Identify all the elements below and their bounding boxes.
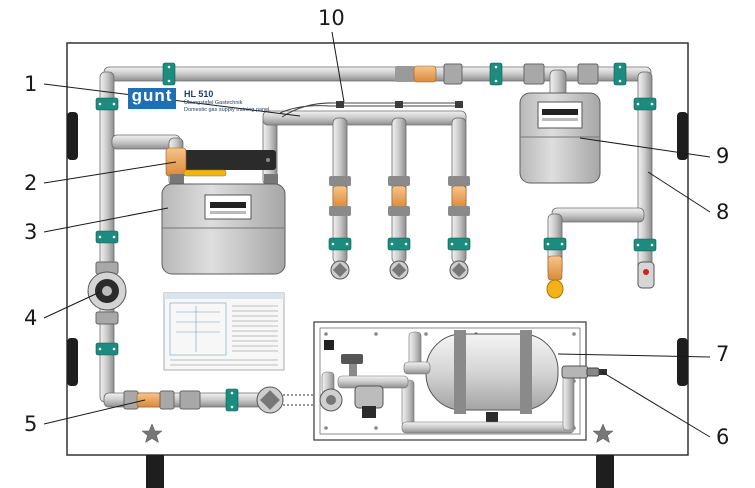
drop-cap-1: [330, 260, 350, 280]
lpg-regulator: [319, 340, 409, 418]
callout-10: 10: [318, 6, 345, 30]
foot-right: [596, 455, 614, 488]
main-valve-handle: [183, 169, 227, 177]
lpg-tank: [425, 330, 559, 422]
pipe-clamps: [95, 62, 657, 412]
gas-meter-upper: [519, 92, 601, 184]
callout-6: 6: [716, 425, 730, 449]
handle-right-bottom: [677, 338, 688, 386]
drop-cap-3: [449, 260, 469, 280]
top-fitting-right: [523, 63, 545, 85]
panel-subtitle-en: Domestic gas supply training panel: [184, 107, 270, 113]
callout-5: 5: [24, 412, 38, 436]
tube-fitting-2: [395, 101, 403, 108]
right-end-valve-indicator: [643, 269, 649, 275]
handle-left-bottom: [67, 338, 78, 386]
clamp-screws: [98, 65, 654, 409]
gas-tap-knob: [546, 279, 564, 299]
callout-7: 7: [716, 342, 730, 366]
panel-model: HL 510: [184, 89, 214, 99]
callout-8: 8: [716, 200, 730, 224]
handle-left-top: [67, 112, 78, 160]
foot-left: [146, 455, 164, 488]
bottom-ball-valve: [123, 390, 201, 410]
pipe-top: [103, 66, 652, 82]
drop-valve-1: [329, 176, 351, 216]
gas-tap-body: [547, 255, 563, 281]
main-valve-lever: [170, 150, 276, 170]
star-right: [592, 423, 614, 444]
callout-1: 1: [24, 72, 38, 96]
callout-3: 3: [24, 220, 38, 244]
top-valve-body: [413, 65, 437, 83]
pipe-distribution: [262, 110, 467, 126]
filling-nozzle: [561, 365, 607, 379]
gas-filter-regulator: [87, 261, 127, 325]
top-fitting-2: [577, 63, 599, 85]
drop-cap-2: [389, 260, 409, 280]
brand-logo: gunt: [128, 87, 176, 109]
pipe-right-branch: [551, 207, 645, 223]
tube-fitting-1: [336, 101, 344, 108]
brand-logo-sub: HAMBURG: [136, 103, 168, 109]
panel-subtitle-de: Übungstafel Gastechnik: [184, 100, 243, 106]
star-left: [141, 423, 163, 444]
drop-valve-2: [388, 176, 410, 216]
top-union: [443, 63, 463, 85]
handle-right-top: [677, 112, 688, 160]
callout-9: 9: [716, 144, 730, 168]
tank-pipe-left: [403, 361, 431, 375]
callout-4: 4: [24, 306, 38, 330]
tube-fitting-3: [455, 101, 463, 108]
gas-meter-main: [161, 174, 286, 275]
instruction-sheet: [163, 292, 285, 371]
tank-pipe-bottom: [401, 421, 575, 434]
bottom-cap: [256, 386, 284, 414]
callout-2: 2: [24, 171, 38, 195]
top-valve-left: [395, 66, 415, 82]
drop-valve-3: [448, 176, 470, 216]
